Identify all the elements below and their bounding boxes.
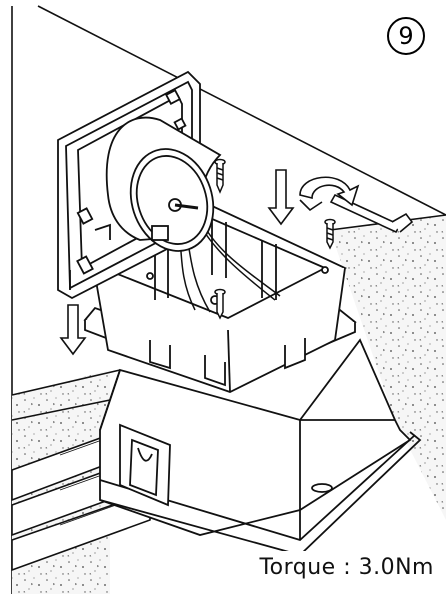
screw-icon bbox=[214, 288, 226, 320]
screwdriver-icon bbox=[329, 193, 414, 234]
base-flange bbox=[99, 431, 422, 557]
light-body bbox=[105, 116, 222, 252]
torque-label: Torque : 3.0Nm bbox=[194, 551, 434, 585]
rotate-clockwise-icon bbox=[299, 176, 360, 212]
down-arrow-icon bbox=[59, 304, 87, 356]
down-arrow-icon bbox=[267, 169, 295, 226]
mounting-base bbox=[99, 338, 422, 557]
screw-icon bbox=[324, 218, 336, 250]
step-number-badge: 9 bbox=[387, 17, 425, 55]
screw-icon bbox=[214, 158, 226, 194]
